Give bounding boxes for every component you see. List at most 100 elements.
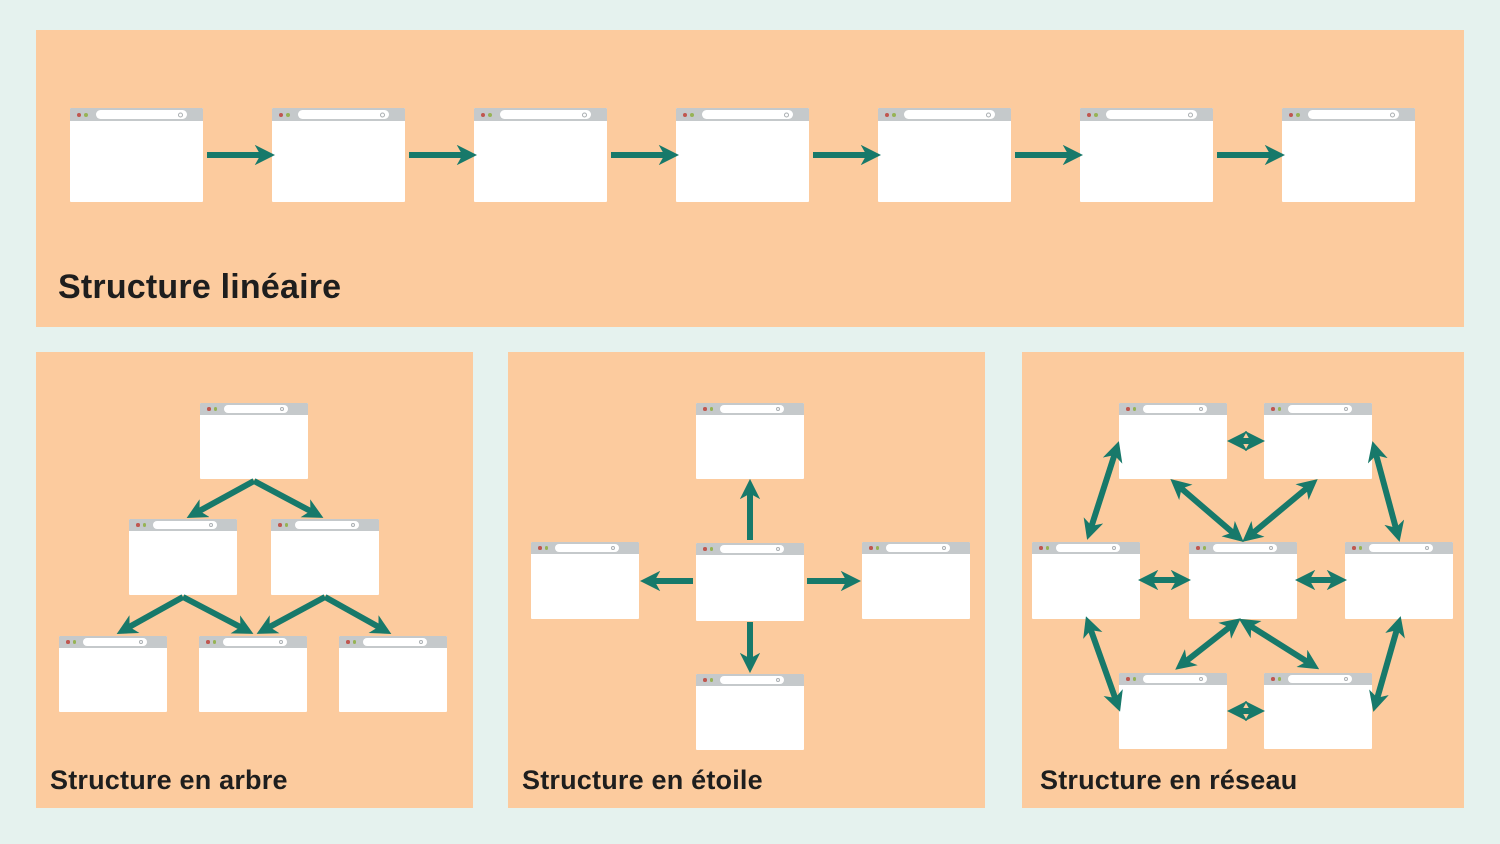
- magnifier-icon: [1269, 546, 1273, 550]
- panel-structure-arbre: Structure en arbre: [36, 352, 473, 808]
- window-dot-red-icon: [279, 112, 283, 117]
- window-dot-green-icon: [284, 523, 288, 527]
- address-bar: [1308, 110, 1399, 119]
- windows-layer: [508, 352, 985, 808]
- window-titlebar: [129, 519, 237, 531]
- magnifier-icon: [1188, 112, 1193, 117]
- address-bar: [886, 544, 950, 552]
- browser-window-icon: [271, 519, 379, 595]
- window-dot-green-icon: [1277, 407, 1281, 411]
- double-arrow-connector: [1083, 616, 1123, 712]
- window-titlebar: [1080, 108, 1213, 121]
- magnifier-icon: [942, 546, 946, 550]
- window-dot-red-icon: [1271, 677, 1275, 681]
- window-titlebar: [696, 674, 804, 686]
- address-bar: [555, 544, 619, 552]
- magnifier-icon: [279, 640, 283, 644]
- window-dot-red-icon: [1087, 112, 1091, 117]
- window-dot-red-icon: [869, 546, 873, 550]
- panel-label-arbre: Structure en arbre: [50, 765, 288, 795]
- window-dot-green-icon: [142, 523, 146, 527]
- address-bar: [720, 405, 784, 413]
- window-dot-green-icon: [213, 407, 217, 411]
- window-dot-green-icon: [544, 546, 548, 550]
- window-titlebar: [1119, 403, 1227, 415]
- window-dot-red-icon: [683, 112, 687, 117]
- window-dot-red-icon: [1126, 407, 1130, 411]
- window-titlebar: [200, 403, 308, 415]
- browser-window-icon: [696, 543, 804, 621]
- window-titlebar: [1345, 542, 1453, 554]
- magnifier-icon: [1344, 677, 1348, 681]
- windows-layer: [1022, 352, 1464, 808]
- window-titlebar: [1264, 673, 1372, 685]
- arrow-connector: [323, 594, 392, 634]
- arrows-layer: [639, 478, 862, 674]
- browser-window-icon: [696, 403, 804, 479]
- double-arrow-connector: [1369, 616, 1405, 712]
- browser-window-icon: [272, 108, 405, 202]
- window-dot-green-icon: [709, 407, 713, 411]
- address-bar: [1106, 110, 1197, 119]
- double-arrow-connector: [1367, 441, 1405, 542]
- window-dot-green-icon: [1358, 546, 1362, 550]
- panel-label-lineaire: Structure linéaire: [58, 268, 342, 306]
- double-arrow-connector: [1238, 618, 1320, 670]
- window-dot-green-icon: [1132, 677, 1136, 681]
- address-bar: [904, 110, 995, 119]
- address-bar: [223, 638, 287, 646]
- magnifier-icon: [380, 112, 385, 117]
- address-bar: [153, 521, 217, 529]
- magnifier-icon: [582, 112, 587, 117]
- arrow-connector: [181, 594, 254, 634]
- window-dot-green-icon: [1202, 546, 1206, 550]
- magnifier-icon: [1425, 546, 1429, 550]
- address-bar: [500, 110, 591, 119]
- window-titlebar: [70, 108, 203, 121]
- window-dot-red-icon: [538, 546, 542, 550]
- browser-window-icon: [696, 674, 804, 750]
- browser-window-icon: [199, 636, 307, 712]
- window-titlebar: [271, 519, 379, 531]
- window-dot-red-icon: [207, 407, 211, 411]
- window-titlebar: [1282, 108, 1415, 121]
- window-dot-red-icon: [1039, 546, 1043, 550]
- address-bar: [1143, 405, 1207, 413]
- window-dot-red-icon: [346, 640, 350, 644]
- browser-window-icon: [1119, 673, 1227, 749]
- address-bar: [298, 110, 389, 119]
- address-bar: [1143, 675, 1207, 683]
- window-titlebar: [676, 108, 809, 121]
- address-bar: [1288, 675, 1352, 683]
- address-bar: [83, 638, 147, 646]
- browser-window-icon: [70, 108, 203, 202]
- address-bar: [295, 521, 359, 529]
- browser-window-icon: [676, 108, 809, 202]
- magnifier-icon: [1344, 407, 1348, 411]
- window-dot-green-icon: [84, 112, 88, 117]
- browser-window-icon: [531, 542, 639, 619]
- arrows-layer: [116, 478, 392, 634]
- window-dot-red-icon: [703, 547, 707, 551]
- panel-label-reseau: Structure en réseau: [1040, 765, 1298, 795]
- panel-structure-lineaire: Structure linéaire: [36, 30, 1464, 327]
- address-bar: [224, 405, 288, 413]
- browser-window-icon: [1282, 108, 1415, 202]
- window-dot-green-icon: [212, 640, 216, 644]
- windows-layer: [36, 30, 1464, 327]
- magnifier-icon: [1390, 112, 1395, 117]
- magnifier-icon: [784, 112, 789, 117]
- window-dot-green-icon: [286, 112, 290, 117]
- window-dot-red-icon: [1352, 546, 1356, 550]
- magnifier-icon: [1199, 407, 1203, 411]
- magnifier-icon: [611, 546, 615, 550]
- window-dot-green-icon: [352, 640, 356, 644]
- magnifier-icon: [776, 547, 780, 551]
- browser-window-icon: [59, 636, 167, 712]
- window-dot-red-icon: [1289, 112, 1293, 117]
- browser-window-icon: [474, 108, 607, 202]
- address-bar: [1213, 544, 1277, 552]
- window-dot-red-icon: [481, 112, 485, 117]
- window-dot-red-icon: [885, 112, 889, 117]
- window-dot-green-icon: [488, 112, 492, 117]
